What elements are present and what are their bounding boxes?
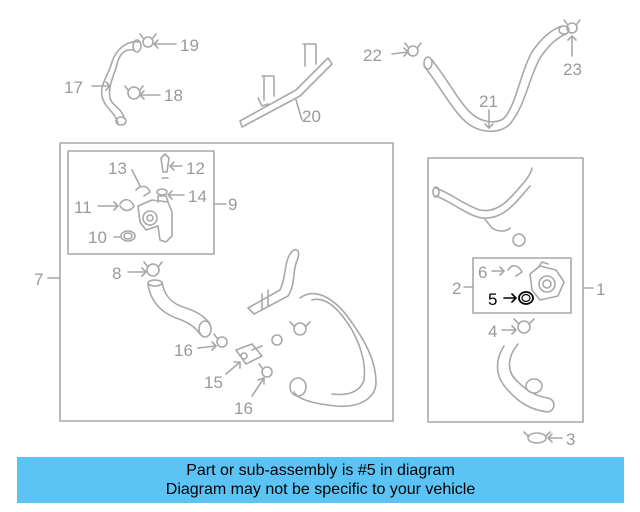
callout-7: 7 [34,270,43,289]
hose-right-box-7 [289,292,377,407]
callout-10: 10 [88,228,107,247]
callout-11: 11 [74,198,92,217]
banner-line-disclaimer: Diagram may not be specific to your vehi… [165,481,476,498]
hose-box-1 [496,343,555,413]
callout-20: 20 [302,107,321,126]
oring-part-14 [156,188,168,196]
callout-8: 8 [112,264,121,283]
callout-16-lower: 16 [234,399,253,418]
callout-4: 4 [488,322,497,341]
assembly-box-7 [59,142,394,422]
clamp-part-3 [523,431,551,444]
callout-2: 2 [452,279,461,298]
tube-box-1 [432,167,533,232]
callout-15: 15 [204,373,223,392]
connector-part-12 [160,153,170,179]
connector-part-15 [235,343,263,365]
callout-16-upper: 16 [174,341,193,360]
callout-12: 12 [186,159,205,178]
tube-center-box-7 [247,248,300,315]
callout-17: 17 [64,78,83,97]
leader-line-part-5 [503,293,517,303]
callout-22: 22 [363,46,382,65]
clamp-center-box-7-a [271,334,283,346]
clip-part-6 [507,264,523,277]
bracket-part-20 [239,43,333,128]
hose-left-box-7 [147,279,212,338]
callout-5[interactable]: 5 [488,290,497,309]
callout-23: 23 [563,60,582,79]
oring-part-10 [120,230,136,242]
subassembly-box-9 [67,150,215,255]
info-banner: Part or sub-assembly is #5 in diagram Di… [17,457,624,503]
clip-part-11 [119,198,135,212]
clamp-part-18 [124,85,144,100]
fitting-box-1 [512,233,526,247]
leader-lines [47,35,594,443]
callout-1: 1 [596,280,605,299]
oring-part-5[interactable] [518,291,534,305]
clip-part-13 [135,185,151,197]
hose-part-17 [100,39,142,126]
callout-19: 19 [180,36,199,55]
callout-9: 9 [228,195,237,214]
clamp-part-19 [139,33,157,48]
clamp-part-16-lower [258,363,273,378]
callout-21: 21 [479,92,498,111]
hose-part-21 [423,25,570,133]
housing-part-2 [529,261,565,301]
clamp-part-8 [143,261,163,277]
subassembly-box-2 [472,257,572,314]
assembly-box-1 [427,157,584,423]
callout-3: 3 [566,430,575,449]
housing-part-9 [137,195,173,243]
callout-13: 13 [108,159,127,178]
clamp-part-22 [404,42,422,57]
clamp-part-23 [563,19,581,34]
callout-6: 6 [478,263,487,282]
clamp-part-16-upper [213,333,228,348]
clamp-part-4 [513,318,535,334]
callout-18: 18 [164,86,183,105]
callout-14: 14 [188,187,207,206]
banner-line-part: Part or sub-assembly is #5 in diagram [186,462,455,479]
parts-diagram: 19 17 18 20 22 21 23 13 12 14 11 9 10 7 … [34,19,605,449]
clamp-center-box-7-b [289,321,311,336]
